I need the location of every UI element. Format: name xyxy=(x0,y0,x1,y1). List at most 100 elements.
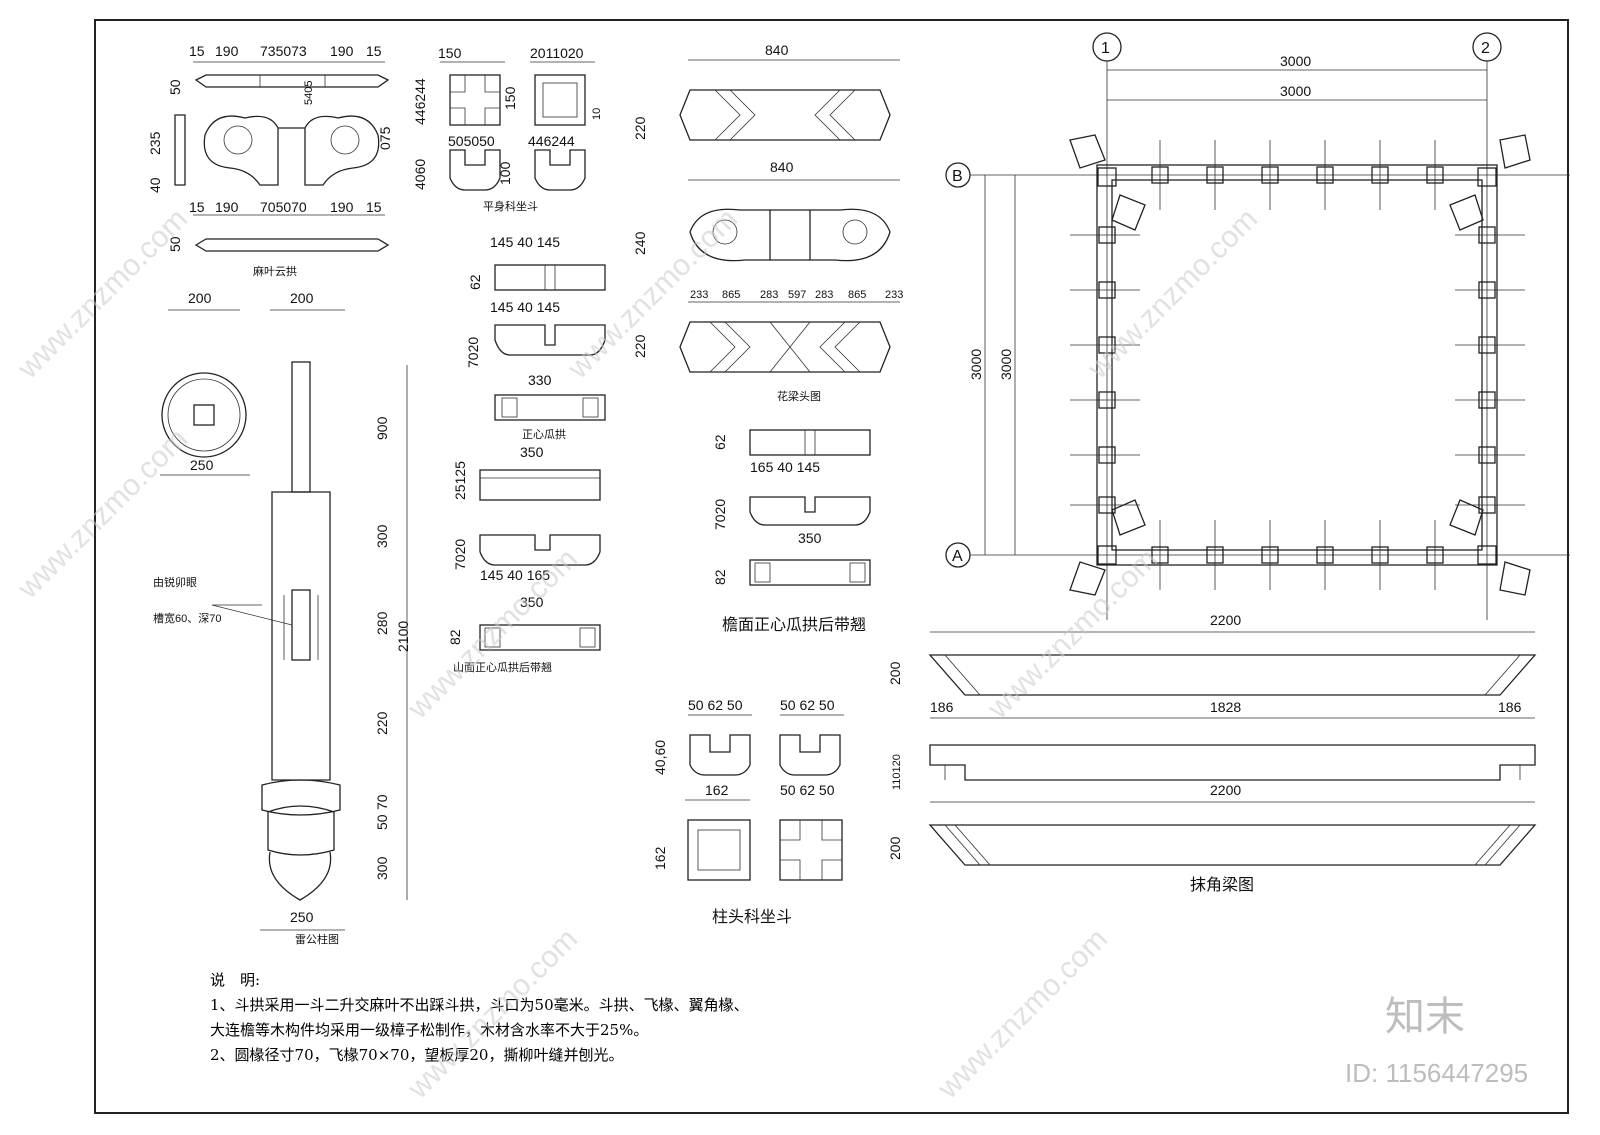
dim-200d: 200 xyxy=(887,836,903,860)
dim-350a: 350 xyxy=(520,444,544,460)
dim-233b: 233 xyxy=(885,289,903,301)
dim-5405: 5405 xyxy=(303,81,315,105)
dim-2200a: 2200 xyxy=(1210,612,1241,628)
dim-162b: 162 xyxy=(652,846,668,870)
dim-220b: 220 xyxy=(632,334,648,358)
dim-150b: 150 xyxy=(502,86,518,110)
label-pingshen: 平身科坐斗 xyxy=(483,199,538,213)
dim-15c: 15 xyxy=(189,199,205,215)
dim-150: 150 xyxy=(438,45,462,61)
label-mojiao: 抹角梁图 xyxy=(1190,876,1254,894)
zhutou-drawing: 50 62 50 50 62 50 40,60 162 50 62 50 162… xyxy=(652,697,844,926)
dim-7020: 7020 xyxy=(465,337,481,368)
watermark-8: www.znzmo.com xyxy=(931,922,1114,1105)
dim-735: 735073 xyxy=(260,43,307,59)
label-leigong: 雷公柱图 xyxy=(295,932,339,946)
dim-7020b: 7020 xyxy=(452,539,468,570)
dim-350b: 350 xyxy=(520,594,544,610)
label-shanmian: 山面正心瓜拱后带翘 xyxy=(453,660,552,674)
dim-220a: 220 xyxy=(632,116,648,140)
dim-240: 240 xyxy=(632,231,648,255)
dim-110120: 110120 xyxy=(891,754,903,790)
dim-186a: 186 xyxy=(930,699,954,715)
brand-mark: 知末 xyxy=(1385,994,1465,1040)
dim-3000a: 3000 xyxy=(1280,53,1311,69)
dim-1828: 1828 xyxy=(1210,699,1241,715)
dim-40: 40 xyxy=(147,177,163,193)
plan-drawing: 1 2 B A 3000 3000 3000 3000 xyxy=(945,32,1570,620)
dim-300b: 300 xyxy=(374,856,390,880)
dim-50b: 50 xyxy=(167,236,183,252)
dim-350c: 350 xyxy=(798,530,822,546)
dim-15d: 15 xyxy=(366,199,382,215)
dim-506250c: 50 62 50 xyxy=(780,782,835,798)
dim-62a: 62 xyxy=(467,274,483,290)
pingshen-drawing: 150 2011020 446244 150 10 505050 446244 … xyxy=(412,45,603,213)
dim-283a: 283 xyxy=(760,289,778,301)
yanmian-drawing: 62 165 40 145 7020 350 82 檐面正心瓜拱后带翘 xyxy=(712,429,871,634)
notes-line2: 大连檐等木构件均采用一级樟子松制作，木材含水率不大于25%。 xyxy=(210,1021,648,1039)
dim-190c: 190 xyxy=(215,199,239,215)
dim-3000b: 3000 xyxy=(1280,83,1311,99)
dim-165: 165 40 145 xyxy=(750,459,820,475)
grid-b: B xyxy=(952,168,963,185)
sheet-border xyxy=(94,19,1569,1114)
dim-300a: 300 xyxy=(374,524,390,548)
dim-705: 705070 xyxy=(260,199,307,215)
mojiao-drawing: 2200 200 186 1828 186 110120 2200 200 抹角… xyxy=(887,612,1537,894)
watermark-1: www.znzmo.com xyxy=(11,202,194,385)
dim-505050: 505050 xyxy=(448,133,495,149)
label-mortise2: 槽宽60、深70 xyxy=(153,611,221,625)
dim-190b: 190 xyxy=(330,43,354,59)
dim-4060b: 40,60 xyxy=(652,740,668,775)
label-yanmian: 檐面正心瓜拱后带翘 xyxy=(722,616,866,634)
mayeyun-drawing: 15 190 735073 190 15 50 235 40 5405 075 … xyxy=(147,43,393,278)
dim-250b: 250 xyxy=(290,909,314,925)
notes-block: 说 明: 1、斗拱采用一斗二升交麻叶不出踩斗拱，斗口为50毫米。斗拱、飞椽、翼角… xyxy=(210,971,749,1064)
dim-7020c: 7020 xyxy=(712,499,728,530)
dim-145b: 145 40 145 xyxy=(490,299,560,315)
dim-25125: 25125 xyxy=(452,461,468,500)
dim-220c: 220 xyxy=(374,711,390,735)
dim-840a: 840 xyxy=(765,42,789,58)
dim-2100: 2100 xyxy=(395,621,411,652)
plan-brackets xyxy=(1069,134,1531,596)
dim-283b: 283 xyxy=(815,289,833,301)
dim-250a: 250 xyxy=(190,457,214,473)
dim-200c: 200 xyxy=(887,661,903,685)
watermark-6: www.znzmo.com xyxy=(1081,202,1264,385)
label-mayeyun: 麻叶云拱 xyxy=(253,264,297,278)
dim-2200b: 2200 xyxy=(1210,782,1241,798)
dim-865b: 865 xyxy=(848,289,866,301)
grid-2: 2 xyxy=(1481,40,1490,57)
shanmian-drawing: 350 25125 7020 145 40 165 350 82 山面正心瓜拱后… xyxy=(447,444,601,674)
dim-506250b: 50 62 50 xyxy=(780,697,835,713)
dim-4060: 4060 xyxy=(412,159,428,190)
notes-title: 说 明: xyxy=(210,971,260,989)
dim-145c: 145 40 165 xyxy=(480,567,550,583)
label-zhutou: 柱头科坐斗 xyxy=(712,908,792,926)
watermark-4: www.znzmo.com xyxy=(561,202,744,385)
dim-446244: 446244 xyxy=(412,78,428,125)
leigong-drawing: 200 200 250 250 雷公柱图 由锐卯眼 槽宽60、深70 900 3… xyxy=(153,290,411,946)
dim-82b: 82 xyxy=(712,569,728,585)
dim-190a: 190 xyxy=(215,43,239,59)
dim-446244b: 446244 xyxy=(528,133,575,149)
dim-186b: 186 xyxy=(1498,699,1522,715)
dim-3000d: 3000 xyxy=(998,349,1014,380)
notes-line1: 1、斗拱采用一斗二升交麻叶不出踩斗拱，斗口为50毫米。斗拱、飞椽、翼角椽、 xyxy=(210,996,749,1014)
dim-82a: 82 xyxy=(447,629,463,645)
dim-865a: 865 xyxy=(722,289,740,301)
dim-506250a: 50 62 50 xyxy=(688,697,743,713)
dim-075: 075 xyxy=(377,126,393,150)
label-mortise1: 由锐卯眼 xyxy=(153,575,197,589)
dim-2011020: 2011020 xyxy=(530,45,584,61)
dim-62b: 62 xyxy=(712,434,728,450)
label-huaban: 花梁头图 xyxy=(777,389,821,403)
dim-200b: 200 xyxy=(290,290,314,306)
dim-162a: 162 xyxy=(705,782,729,798)
dim-50a: 50 xyxy=(167,79,183,95)
dim-330: 330 xyxy=(528,372,552,388)
